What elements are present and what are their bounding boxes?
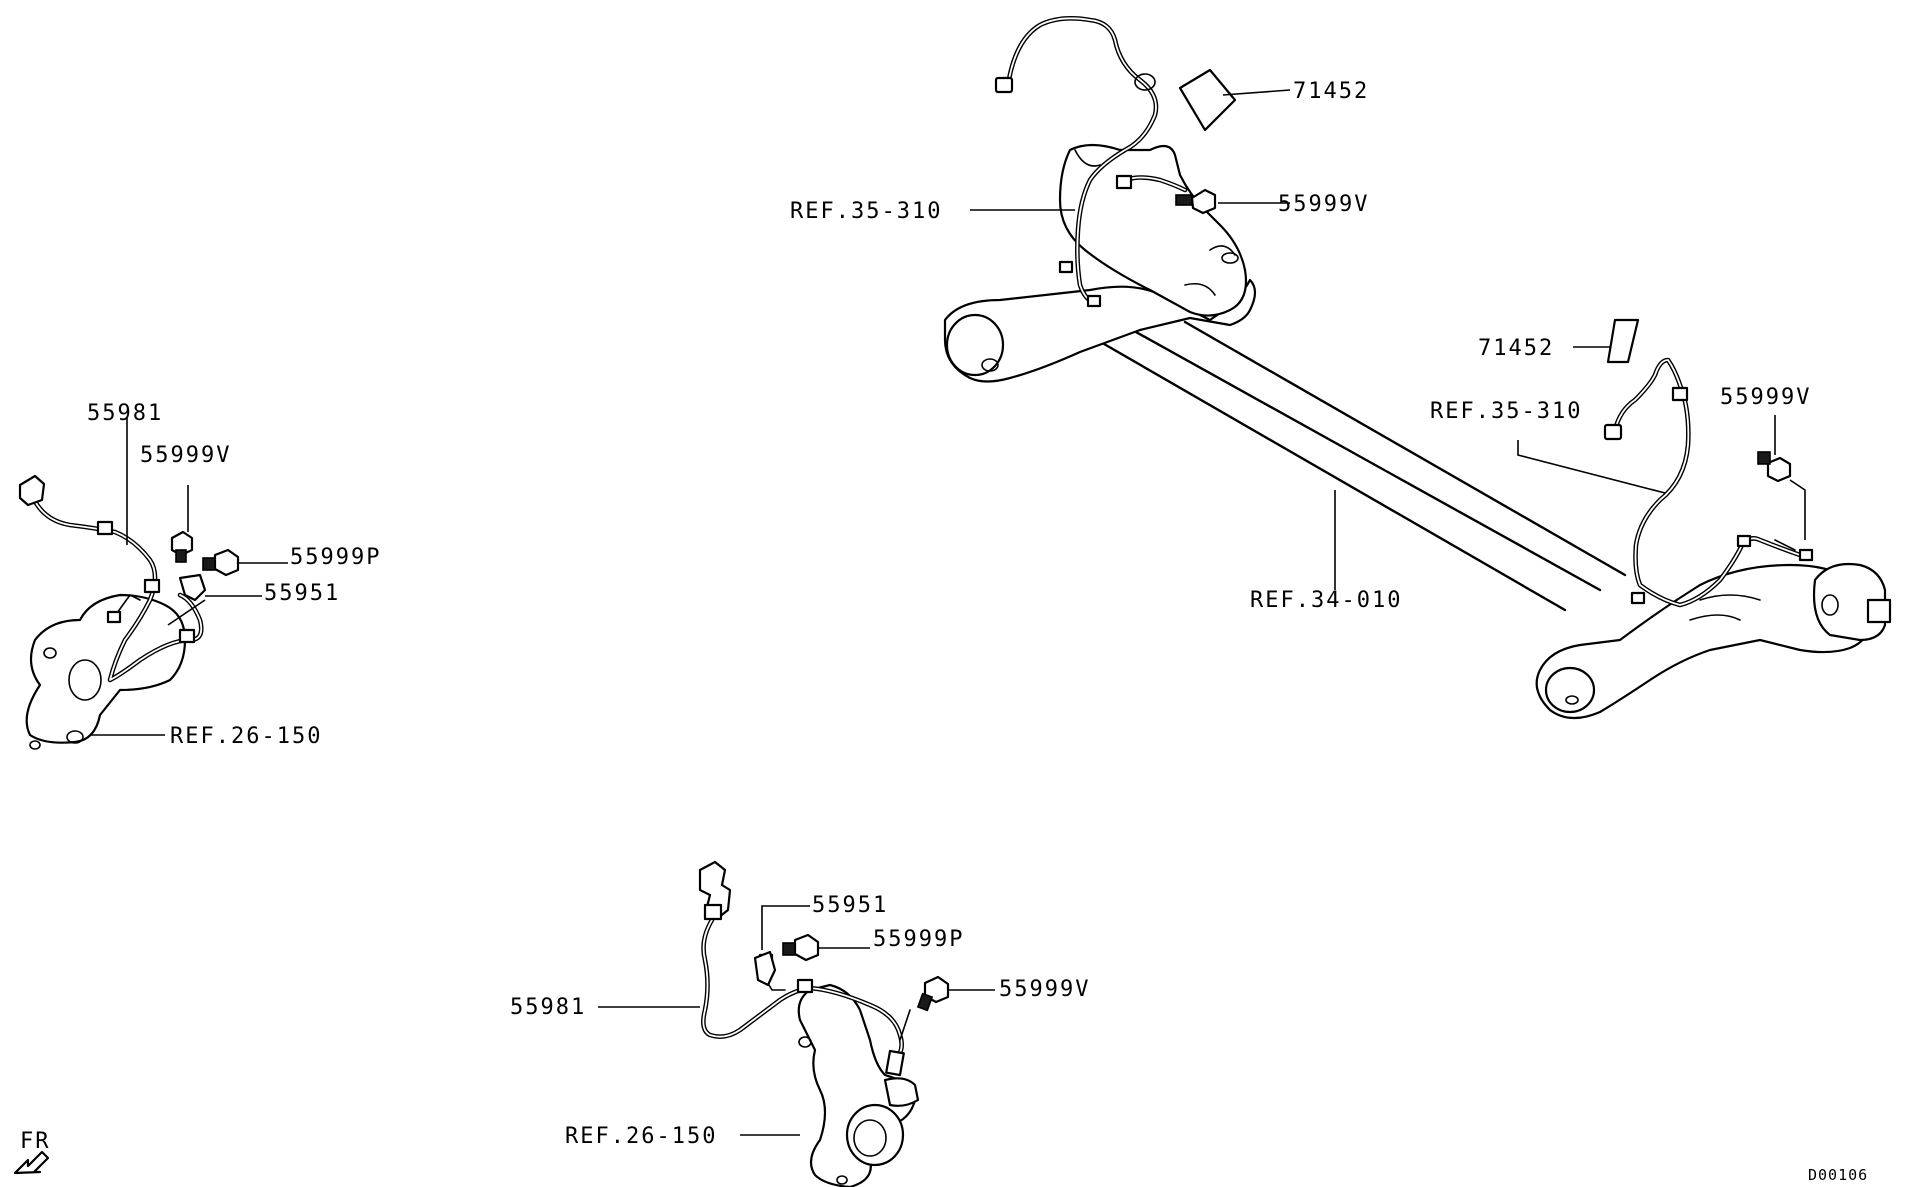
label-fr: FR — [20, 1129, 51, 1154]
front-left-knuckle — [25, 593, 187, 750]
label-71452-lower: 71452 — [1478, 336, 1554, 361]
bolt-55999v-upper — [1175, 188, 1290, 215]
label-55951-left: 55951 — [264, 581, 340, 606]
rear-leaders — [970, 209, 1666, 590]
front-left-bolt-55999v — [170, 485, 194, 563]
front-right-bolt-55999p — [782, 933, 870, 962]
front-left-bracket-55951 — [167, 573, 262, 626]
rear-upper-abs-harness — [994, 16, 1188, 308]
label-ref-35-310-lower: REF.35-310 — [1430, 399, 1582, 424]
label-ref-26-150-right: REF.26-150 — [565, 1124, 717, 1149]
front-right-knuckle — [797, 983, 920, 1187]
label-55999v-left: 55999V — [140, 443, 231, 468]
front-right-leaders — [598, 1006, 800, 1136]
label-55981-right: 55981 — [510, 995, 586, 1020]
front-left-leaders — [90, 418, 165, 736]
label-71452-upper: 71452 — [1293, 79, 1369, 104]
pad-71452-lower — [1573, 318, 1640, 364]
rear-lower-abs-harness — [1603, 357, 1814, 608]
label-55999v-right: 55999V — [999, 977, 1090, 1002]
rear-axle-assembly — [943, 143, 1892, 720]
label-55999p-left: 55999P — [290, 545, 381, 570]
front-left-bolt-55999p — [202, 548, 288, 577]
pad-71452-upper — [1178, 68, 1291, 132]
front-left-abs-harness — [18, 474, 204, 683]
label-ref-26-150-left: REF.26-150 — [170, 724, 322, 749]
label-ref-34-010: REF.34-010 — [1250, 588, 1402, 613]
label-ref-35-310-upper: REF.35-310 — [790, 199, 942, 224]
drawing-code: D00106 — [1808, 1166, 1868, 1184]
label-55951-right: 55951 — [812, 893, 888, 918]
label-55999v-upper: 55999V — [1278, 192, 1369, 217]
label-55999p-right: 55999P — [873, 927, 964, 952]
label-55999v-lower: 55999V — [1720, 385, 1811, 410]
front-right-bolt-55999v — [899, 975, 995, 1041]
front-direction-arrow-icon — [13, 1150, 50, 1175]
front-right-bracket-55951 — [753, 905, 810, 987]
bolt-55999v-lower — [1757, 415, 1806, 540]
label-55981-left: 55981 — [87, 401, 163, 426]
